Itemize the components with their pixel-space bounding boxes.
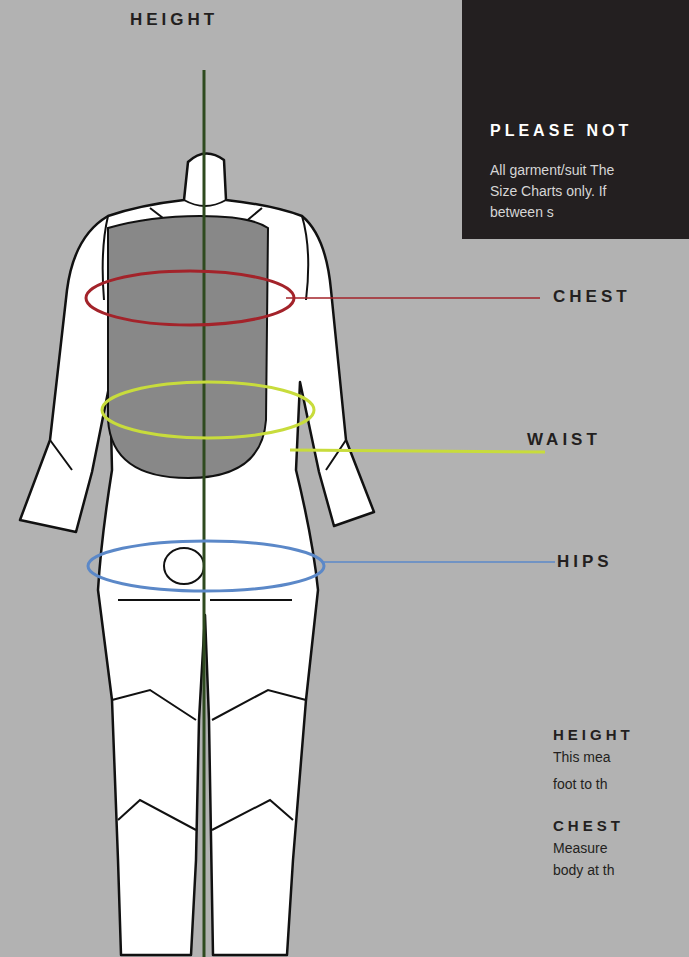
note-body: All garment/suit The Size Charts only. I… xyxy=(490,160,622,223)
waist-ring xyxy=(102,382,314,438)
measure-label: WAIST xyxy=(527,430,601,450)
height-line xyxy=(203,70,206,957)
note-text: Measure xyxy=(553,840,607,856)
chest-ring xyxy=(86,271,294,325)
note-panel: PLEASE NOT All garment/suit The Size Char… xyxy=(462,0,689,239)
note-heading: PLEASE NOT xyxy=(490,120,632,141)
measure-label: CHEST xyxy=(553,287,631,307)
measure-label: HEIGHT xyxy=(553,726,634,743)
measure-label: HEIGHT xyxy=(130,10,218,30)
waist-leader xyxy=(290,450,545,452)
measure-label: HIPS xyxy=(557,552,613,572)
note-text: This mea xyxy=(553,749,611,765)
note-text: body at th xyxy=(553,862,615,878)
collar-lines xyxy=(50,200,346,830)
hips-leader xyxy=(323,561,555,563)
chest-leader xyxy=(286,297,540,299)
hips-ring xyxy=(88,541,324,591)
measure-label: CHEST xyxy=(553,817,624,834)
crotch-patch xyxy=(164,548,204,584)
wetsuit-outline xyxy=(20,153,374,955)
note-text: foot to th xyxy=(553,776,607,792)
